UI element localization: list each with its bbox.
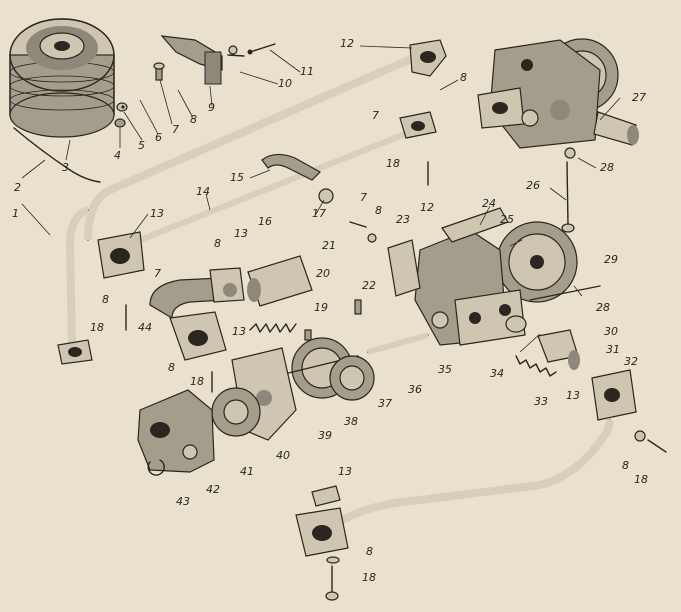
pump-body-42 <box>137 389 215 473</box>
callout-18: 18 <box>386 157 400 170</box>
pump-housing <box>414 207 578 346</box>
callout-26: 26 <box>526 179 540 192</box>
callout-9: 9 <box>208 101 215 114</box>
callout-40: 40 <box>276 449 290 462</box>
callout-14: 14 <box>196 185 210 198</box>
pulley-housing <box>9 18 115 138</box>
bracket-top <box>160 35 276 85</box>
long-bolt <box>566 161 569 226</box>
nut-17 <box>318 188 334 204</box>
gasket <box>387 239 421 297</box>
oil-tube-short <box>97 111 437 279</box>
callout-3: 3 <box>62 161 69 174</box>
callout-11: 11 <box>300 65 314 78</box>
callout-28-b: 28 <box>596 301 610 314</box>
callout-8-h: 8 <box>366 545 373 558</box>
callout-13-b: 13 <box>234 227 248 240</box>
callout-12: 12 <box>340 37 354 50</box>
callout-30: 30 <box>604 325 618 338</box>
callout-7: 7 <box>172 123 179 136</box>
circlip <box>147 459 165 476</box>
washer-28 <box>564 147 576 159</box>
callout-22: 22 <box>362 279 376 292</box>
callout-18-e: 18 <box>362 571 376 584</box>
drive-shaft-and-gear <box>259 332 429 401</box>
callout-16: 16 <box>258 215 272 228</box>
spring-33 <box>515 355 557 377</box>
callout-13-d: 13 <box>566 389 580 402</box>
callout-18-d: 18 <box>634 473 648 486</box>
clamp <box>261 153 321 181</box>
callout-1: 1 <box>12 207 19 220</box>
callout-23: 23 <box>396 213 410 226</box>
wire-clip <box>13 127 101 183</box>
callout-31: 31 <box>606 343 620 356</box>
callout-41: 41 <box>240 465 254 478</box>
callout-8-c: 8 <box>375 204 382 217</box>
callout-13-e: 13 <box>338 465 352 478</box>
small-fasteners-top-left <box>114 62 165 128</box>
callout-8-b: 8 <box>460 71 467 84</box>
callout-7-c: 7 <box>360 191 367 204</box>
callout-44: 44 <box>138 321 152 334</box>
callout-36: 36 <box>408 383 422 396</box>
callout-8: 8 <box>190 113 197 126</box>
callout-29: 29 <box>604 253 618 266</box>
callout-27: 27 <box>632 91 646 104</box>
callout-43: 43 <box>176 495 190 508</box>
callout-42: 42 <box>206 483 220 496</box>
callout-39: 39 <box>318 429 332 442</box>
callout-34: 34 <box>490 367 504 380</box>
leader-lines <box>21 45 621 353</box>
spring <box>249 323 297 333</box>
callout-19: 19 <box>314 301 328 314</box>
callout-17: 17 <box>312 207 326 220</box>
callout-35: 35 <box>438 363 452 376</box>
callout-10: 10 <box>278 77 292 90</box>
oil-tube-long <box>57 39 447 365</box>
callout-6: 6 <box>155 131 162 144</box>
valve-bracket <box>149 267 245 361</box>
lower-oil-tube <box>295 369 637 557</box>
callout-2: 2 <box>14 181 21 194</box>
callout-24: 24 <box>482 197 496 210</box>
callout-12-b: 12 <box>420 201 434 214</box>
callout-33: 33 <box>534 395 548 408</box>
callout-7-b: 7 <box>372 109 379 122</box>
callout-21: 21 <box>322 239 336 252</box>
callout-25: 25 <box>500 213 514 226</box>
callout-7-d: 7 <box>154 267 161 280</box>
callout-8-g: 8 <box>622 459 629 472</box>
callout-28: 28 <box>600 161 614 174</box>
callout-20: 20 <box>316 267 330 280</box>
callout-15: 15 <box>230 171 244 184</box>
callout-18-b: 18 <box>90 321 104 334</box>
callout-13-c: 13 <box>232 325 246 338</box>
callout-18-c: 18 <box>190 375 204 388</box>
callout-5: 5 <box>138 139 145 152</box>
callout-8-d: 8 <box>214 237 221 250</box>
callout-8-e: 8 <box>102 293 109 306</box>
callout-32: 32 <box>624 355 638 368</box>
callout-8-f: 8 <box>168 361 175 374</box>
callout-38: 38 <box>344 415 358 428</box>
callout-13: 13 <box>150 207 164 220</box>
assembled-oil-pump <box>477 38 639 149</box>
callout-37: 37 <box>378 397 392 410</box>
callout-4: 4 <box>114 149 121 162</box>
